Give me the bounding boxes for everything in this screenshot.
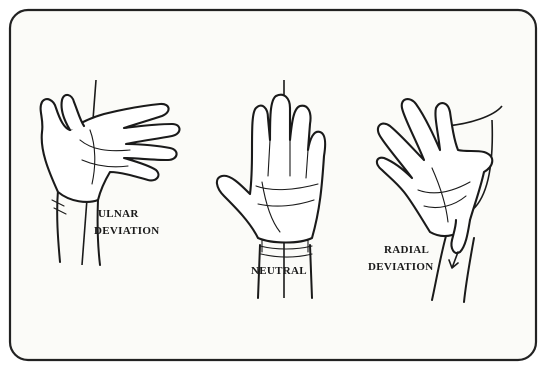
- neutral-label: NEUTRAL: [251, 265, 307, 277]
